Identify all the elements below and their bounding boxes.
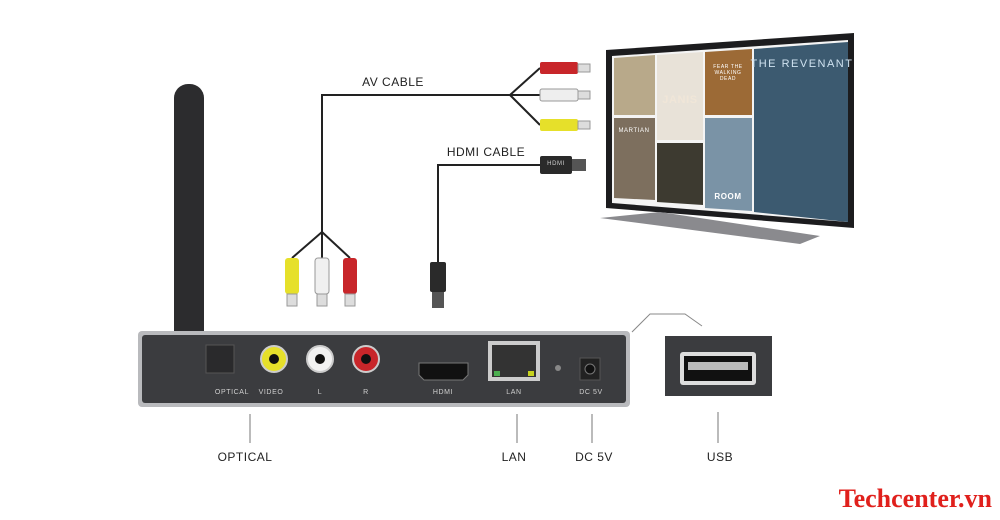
av-plugs-top bbox=[539, 62, 591, 131]
av-plugs-bottom bbox=[285, 257, 357, 307]
antenna bbox=[174, 84, 204, 384]
usb-inset bbox=[631, 313, 772, 396]
hdmi-plug-text: HDMI bbox=[547, 161, 565, 167]
port-label-hdmi: HDMI bbox=[432, 389, 454, 396]
callout-optical: OPTICAL bbox=[217, 450, 273, 464]
port-label-r: R bbox=[363, 389, 369, 396]
hdmi-cable bbox=[430, 156, 586, 308]
port-label-dc5v: DC 5V bbox=[579, 389, 603, 396]
port-label-lan: LAN bbox=[506, 389, 522, 396]
poster-janis: JANIS bbox=[662, 94, 698, 106]
tv bbox=[600, 33, 854, 244]
tv-box bbox=[138, 331, 630, 407]
poster-the-revenant: THE REVENANT bbox=[750, 58, 854, 70]
av-cable-label: AV CABLE bbox=[362, 75, 424, 89]
port-label-video: VIDEO bbox=[258, 389, 284, 396]
poster-fear: FEAR THE WALKING DEAD bbox=[713, 64, 743, 82]
watermark: Techcenter.vn bbox=[838, 484, 992, 513]
av-cable bbox=[291, 67, 541, 259]
poster-martian: MARTIAN bbox=[618, 128, 650, 134]
poster-room: ROOM bbox=[714, 192, 742, 201]
callout-usb: USB bbox=[706, 450, 734, 464]
port-label-optical: OPTICAL bbox=[214, 389, 250, 396]
port-label-l: L bbox=[317, 389, 323, 396]
hdmi-cable-label: HDMI CABLE bbox=[446, 145, 526, 159]
callout-dc5v: DC 5V bbox=[575, 450, 613, 464]
callout-lines bbox=[249, 412, 719, 443]
callout-lan: LAN bbox=[501, 450, 527, 464]
